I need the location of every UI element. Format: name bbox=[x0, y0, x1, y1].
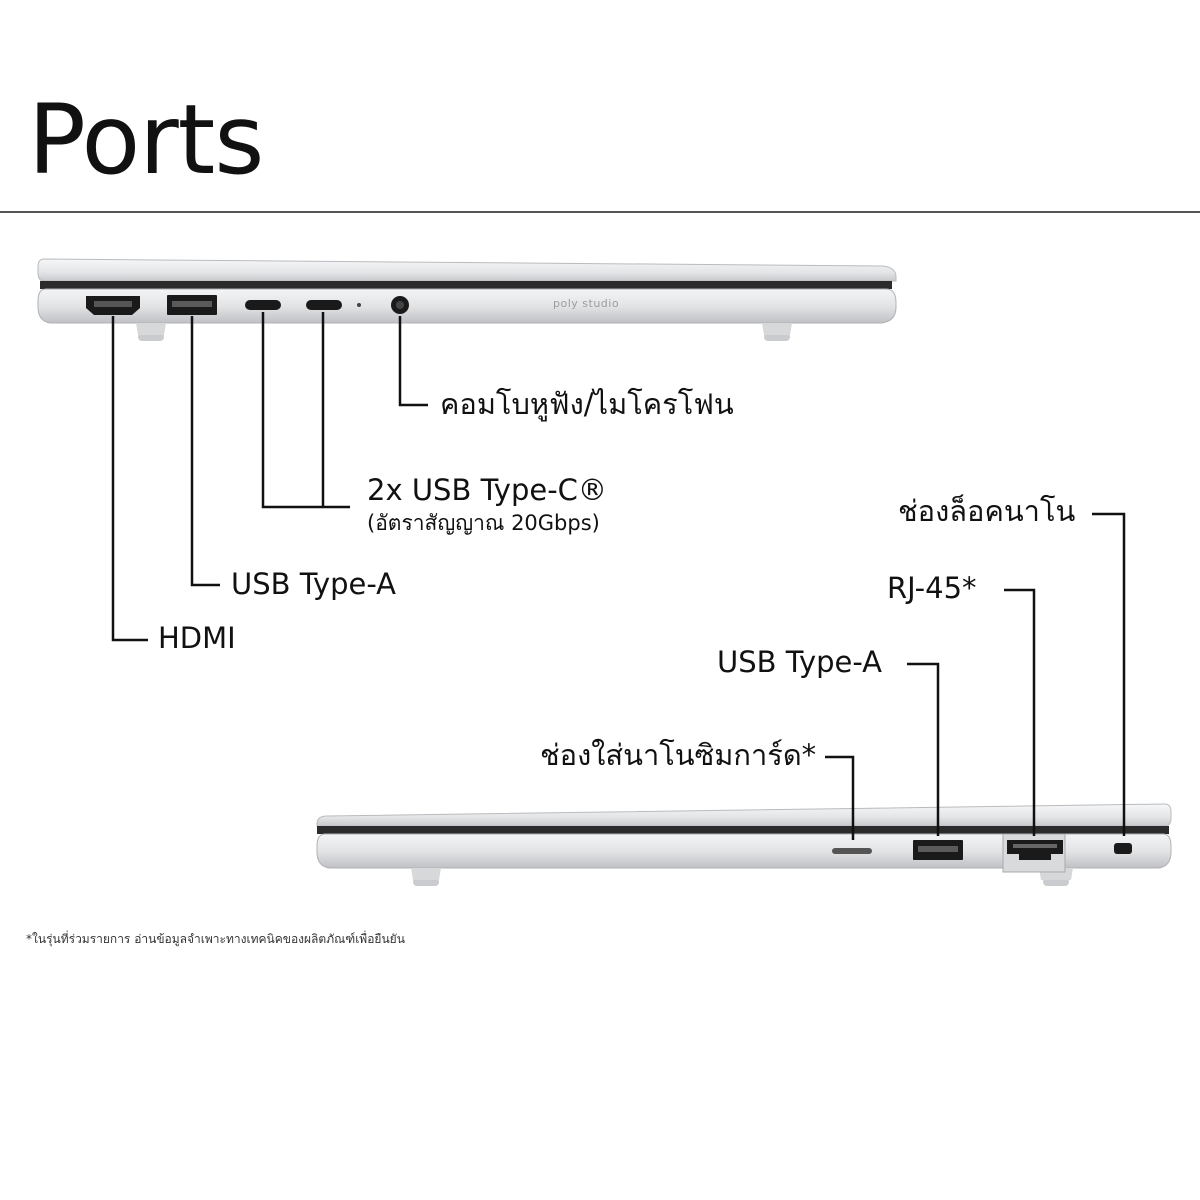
footnote: *ในรุ่นที่ร่วมรายการ อ่านข้อมูลจำเพาะทาง… bbox=[26, 932, 405, 946]
hdmi-port bbox=[86, 296, 140, 315]
hdmi-leader bbox=[111, 316, 148, 642]
audio-leader bbox=[398, 316, 428, 407]
audio-jack bbox=[391, 296, 409, 314]
label-usb-c-speed: (อัตราสัญญาณ 20Gbps) bbox=[367, 511, 600, 535]
page-title: Ports bbox=[28, 84, 264, 196]
usb-c-port-2 bbox=[306, 300, 342, 310]
usb-a-port-right bbox=[913, 840, 963, 860]
label-usb-a-left: USB Type-A bbox=[231, 567, 397, 601]
rj45-leader bbox=[1004, 588, 1036, 836]
laptop-right-side-view bbox=[313, 800, 1175, 895]
label-nano-lock: ช่องล็อคนาโน bbox=[898, 494, 1076, 528]
indicator-led bbox=[357, 303, 361, 307]
label-rj45: RJ-45* bbox=[887, 571, 977, 605]
nano-sim-slot bbox=[832, 848, 872, 854]
label-usb-a-right: USB Type-A bbox=[717, 645, 883, 679]
label-nano-sim: ช่องใส่นาโนซิมการ์ด* bbox=[540, 738, 817, 772]
label-audio-combo: คอมโบหูฟัง/ไมโครโฟน bbox=[440, 387, 734, 421]
usba-right-leader bbox=[907, 662, 940, 836]
lock-leader bbox=[1092, 512, 1126, 836]
usb-a-port-left bbox=[167, 295, 217, 315]
label-hdmi: HDMI bbox=[158, 621, 236, 655]
brand-mark-label: poly studio bbox=[553, 297, 620, 310]
label-usb-c: 2x USB Type-C® bbox=[367, 473, 607, 507]
usba-left-leader bbox=[190, 316, 220, 587]
usb-c-port-1 bbox=[245, 300, 281, 310]
usbc-leader bbox=[261, 312, 350, 509]
nano-lock-slot bbox=[1114, 843, 1132, 854]
sim-leader bbox=[825, 755, 855, 840]
title-divider bbox=[0, 211, 1200, 213]
rj45-port bbox=[1007, 840, 1063, 860]
laptop-left-side-view: poly studio bbox=[36, 255, 898, 350]
